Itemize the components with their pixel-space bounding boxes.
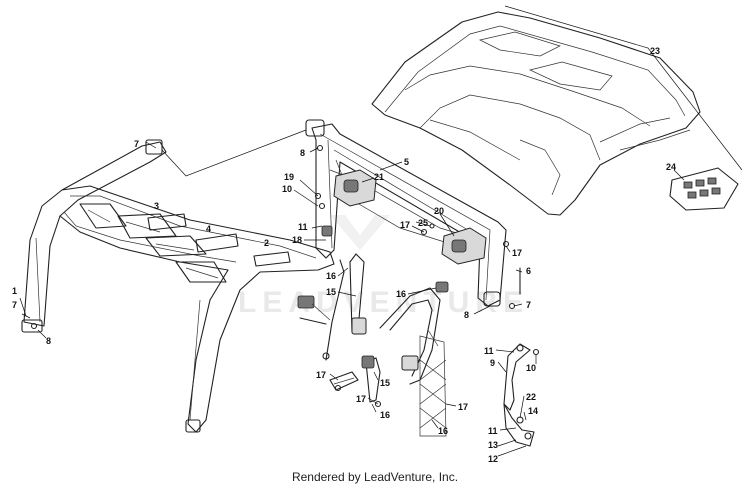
seat-belt-upper: [297, 253, 367, 361]
callout-21: 21: [374, 172, 384, 182]
callout-7: 7: [526, 300, 531, 310]
watermark-text: LEADVENTURE: [238, 286, 529, 319]
callout-25: 25: [418, 218, 428, 228]
strap-assembly: [419, 329, 447, 437]
callout-23: 23: [650, 46, 660, 56]
roof-panel: [371, 11, 701, 216]
callout-17: 17: [356, 394, 366, 404]
callout-3: 3: [154, 201, 159, 211]
roof-badge: [669, 167, 739, 211]
callout-17: 17: [400, 220, 410, 230]
callout-15: 15: [380, 378, 390, 388]
callout-14: 14: [528, 406, 538, 416]
callout-8: 8: [300, 148, 305, 158]
callout-5: 5: [404, 157, 409, 167]
callout-17: 17: [316, 370, 326, 380]
callout-17: 17: [458, 402, 468, 412]
callout-10: 10: [526, 363, 536, 373]
callout-labels: 1 7 8 7 3 4 2 8 19 10 21 11 18 5 17 25 2…: [12, 46, 676, 464]
callout-9: 9: [490, 358, 495, 368]
callout-17: 17: [512, 248, 522, 258]
callout-13: 13: [488, 440, 498, 450]
seat-belt-lower: [321, 225, 449, 403]
callout-11: 11: [298, 222, 308, 232]
callout-6: 6: [526, 266, 531, 276]
callout-leaders: [19, 141, 685, 457]
decal-2: [253, 251, 291, 267]
callout-2: 2: [264, 238, 269, 248]
callout-19: 19: [284, 172, 294, 182]
callout-12: 12: [488, 454, 498, 464]
callout-10: 10: [282, 184, 292, 194]
decal-4: [195, 233, 239, 253]
callout-11: 11: [484, 346, 494, 356]
callout-18: 18: [292, 235, 302, 245]
callout-16: 16: [326, 271, 336, 281]
retractor-housing-left: [333, 169, 377, 207]
callout-16: 16: [380, 410, 390, 420]
leader-frame-link: [161, 129, 307, 177]
callout-1: 1: [12, 286, 17, 296]
footer-credit: Rendered by LeadVenture, Inc.: [291, 470, 459, 484]
callout-8: 8: [464, 310, 469, 320]
leader-23: [504, 5, 743, 171]
callout-16: 16: [438, 426, 448, 436]
callout-11: 11: [488, 426, 498, 436]
callout-4: 4: [206, 224, 211, 234]
bracket-plate: [329, 371, 359, 391]
watermark-emblem: [330, 215, 390, 250]
callout-24: 24: [666, 162, 676, 172]
callout-22: 22: [526, 392, 536, 402]
callout-7: 7: [12, 300, 17, 310]
callout-8: 8: [46, 336, 51, 346]
callout-16: 16: [396, 289, 406, 299]
front-rops-frame: [21, 139, 335, 433]
retractor-housing-right: [441, 227, 487, 265]
decal-3: [147, 213, 187, 231]
callout-7: 7: [134, 139, 139, 149]
callout-20: 20: [434, 206, 444, 216]
callout-15: 15: [326, 287, 336, 297]
